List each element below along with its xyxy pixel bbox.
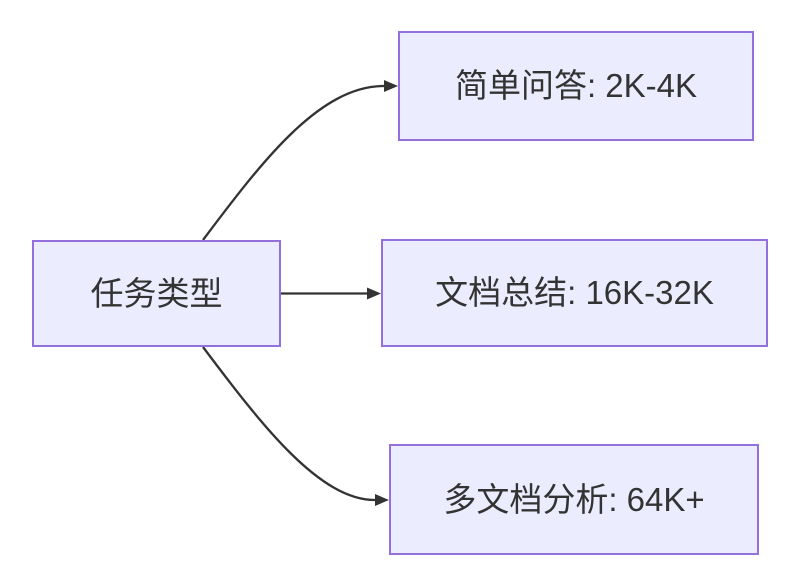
node-task-type-label: 任务类型 [90, 274, 223, 312]
node-doc-summary: 文档总结: 16K-32K [381, 239, 768, 347]
node-doc-summary-label: 文档总结: 16K-32K [435, 274, 714, 312]
node-simple-qa: 简单问答: 2K-4K [398, 31, 754, 141]
node-task-type: 任务类型 [32, 240, 281, 347]
node-simple-qa-label: 简单问答: 2K-4K [454, 67, 698, 105]
node-multi-doc-label: 多文档分析: 64K+ [443, 480, 705, 518]
edge-task-type-to-simple-qa [202, 80, 398, 241]
edge-task-type-to-multi-doc [202, 346, 389, 506]
node-multi-doc: 多文档分析: 64K+ [389, 444, 759, 555]
